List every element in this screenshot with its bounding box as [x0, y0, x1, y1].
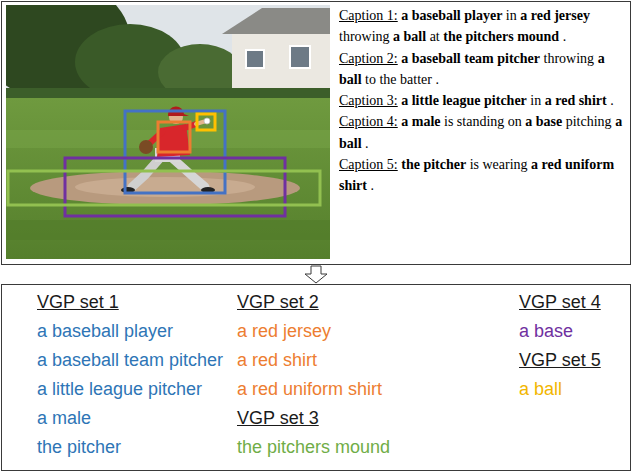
- caption-line: Caption 3: a little league pitcher in a …: [339, 90, 628, 111]
- caption-line: Caption 5: the pitcher is wearing a red …: [339, 154, 628, 197]
- set-heading: VGP set 5: [519, 346, 601, 375]
- grounded-phrase: a red jersey: [520, 8, 590, 23]
- grounded-phrase: a base: [525, 114, 562, 129]
- phrase-item: a male: [37, 404, 223, 433]
- vgp-column: VGP set 2a red jerseya red shirta red un…: [237, 288, 390, 462]
- caption-word: .: [365, 136, 369, 151]
- caption-line: Caption 4: a male is standing on a base …: [339, 111, 628, 154]
- caption-word: .: [563, 29, 567, 44]
- phrase-item: a base: [519, 317, 601, 346]
- set-heading: VGP set 4: [519, 288, 601, 317]
- caption-label: Caption 3:: [339, 93, 398, 108]
- house-window: [290, 46, 310, 68]
- grounded-phrase: a red shirt: [545, 93, 607, 108]
- caption-word: throwing: [339, 29, 390, 44]
- caption-word: .: [371, 178, 375, 193]
- set-heading: VGP set 1: [37, 288, 223, 317]
- caption-word: to the batter .: [365, 72, 439, 87]
- baseball: [204, 118, 210, 124]
- phrase-item: a red shirt: [237, 346, 390, 375]
- baseball-photo: [6, 5, 330, 259]
- set-heading: VGP set 3: [237, 404, 390, 433]
- caption-label: Caption 2:: [339, 51, 398, 66]
- grounded-phrase: a ball: [393, 29, 426, 44]
- vgp-panel: VGP set 1a baseball playera baseball tea…: [1, 284, 631, 471]
- grass: [6, 98, 330, 259]
- phrase-item: a red uniform shirt: [237, 375, 390, 404]
- caption-line: Caption 2: a baseball team pitcher throw…: [339, 48, 628, 91]
- player-sleeve: [150, 132, 162, 143]
- bounding-box: [65, 158, 285, 216]
- grounded-phrase: a little league pitcher: [401, 93, 527, 108]
- caption-list: Caption 1: a baseball player in a red je…: [339, 5, 628, 196]
- phrase-item: a little league pitcher: [37, 375, 223, 404]
- caption-label: Caption 1:: [339, 8, 398, 23]
- grounded-phrase: a baseball player: [401, 8, 502, 23]
- bounding-box: [125, 111, 225, 193]
- bounding-box: [8, 171, 320, 205]
- caption-label: Caption 5:: [339, 157, 398, 172]
- vgp-column: VGP set 1a baseball playera baseball tea…: [37, 288, 223, 462]
- bounding-box: [158, 122, 190, 152]
- grass-band: [6, 220, 330, 240]
- pitchers-mound: [30, 171, 300, 205]
- caption-word: throwing: [544, 51, 595, 66]
- block-arrow: [305, 266, 327, 283]
- caption-word: in: [506, 8, 517, 23]
- caption-word: is standing on: [444, 114, 522, 129]
- vgp-column: VGP set 4a baseVGP set 5a ball: [519, 288, 601, 404]
- caption-line: Caption 1: a baseball player in a red je…: [339, 5, 628, 48]
- baseball-glove: [139, 140, 153, 154]
- house-window: [246, 50, 264, 68]
- phrase-item: a red jersey: [237, 317, 390, 346]
- phrase-item: the pitcher: [37, 433, 223, 462]
- phrase-item: the pitchers mound: [237, 433, 390, 462]
- phrase-item: a baseball player: [37, 317, 223, 346]
- caption-word: in: [530, 93, 541, 108]
- phrase-item: a baseball team pitcher: [37, 346, 223, 375]
- grounded-phrase: the pitchers mound: [443, 29, 559, 44]
- grounded-phrase: a male: [401, 114, 440, 129]
- caption-word: is wearing: [470, 157, 528, 172]
- grounded-phrase: a baseball team pitcher: [401, 51, 540, 66]
- caption-word: at: [430, 29, 440, 44]
- set-heading: VGP set 2: [237, 288, 390, 317]
- grounded-phrase: the pitcher: [401, 157, 466, 172]
- phrase-item: a ball: [519, 375, 601, 404]
- caption-label: Caption 4:: [339, 114, 398, 129]
- house-roof: [222, 8, 330, 34]
- caption-word: .: [610, 93, 614, 108]
- image-caption-panel: Caption 1: a baseball player in a red je…: [1, 1, 631, 265]
- caption-word: pitching: [566, 114, 612, 129]
- bounding-box: [197, 114, 215, 130]
